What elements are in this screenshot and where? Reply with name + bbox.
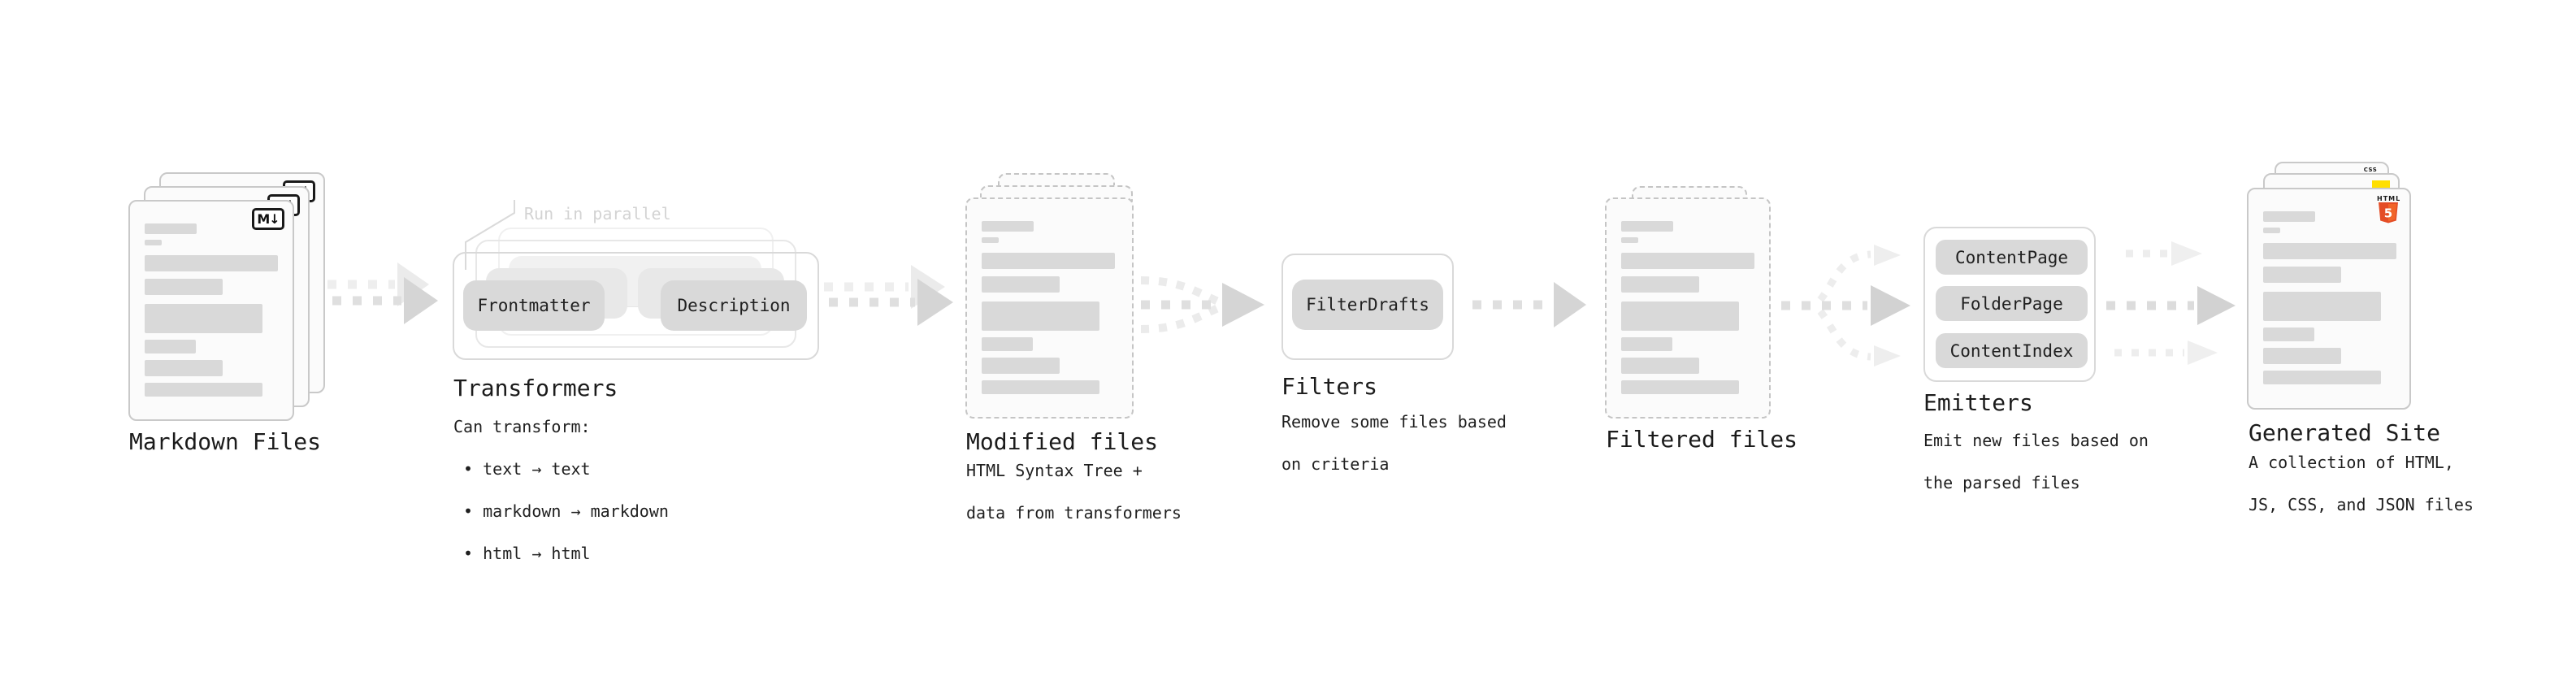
desc-line: • html → html (453, 544, 591, 563)
desc-line: Emit new files based on (1923, 431, 2149, 450)
desc-line: on criteria (1281, 454, 1390, 474)
run-in-parallel-leader-line (465, 200, 515, 270)
placeholder-text-bar (2263, 327, 2314, 341)
emitters-box: ContentPage FolderPage ContentIndex (1923, 227, 2096, 382)
placeholder-text-bar (145, 304, 262, 333)
placeholder-text-bar (145, 383, 262, 397)
placeholder-text-bar (1621, 337, 1672, 351)
placeholder-text-bar (982, 253, 1115, 269)
placeholder-text-bar (1621, 237, 1638, 243)
placeholder-text-bar (982, 276, 1060, 293)
placeholder-text-bar (982, 221, 1034, 232)
placeholder-text-bar (982, 237, 999, 243)
placeholder-text-bar (2263, 228, 2280, 233)
desc-line: Remove some files based (1281, 412, 1507, 432)
generated-site-description: A collection of HTML, JS, CSS, and JSON … (2249, 452, 2474, 515)
markdown-icon: M↓ (252, 208, 284, 230)
html5-icon: HTML 5 (2377, 195, 2400, 227)
placeholder-text-bar (1621, 221, 1673, 232)
emitter-pill-contentindex: ContentIndex (1936, 333, 2088, 368)
stage-title-generated-site: Generated Site (2249, 419, 2441, 446)
arrow-modified-to-filters (1140, 276, 1264, 333)
transformer-pill-frontmatter: Frontmatter (463, 280, 605, 331)
filtered-file-card-front (1605, 197, 1771, 419)
markdown-file-card-front: M↓ (128, 200, 294, 421)
desc-line: A collection of HTML, (2249, 453, 2454, 472)
placeholder-text-bar (145, 279, 223, 295)
placeholder-text-bar (2263, 243, 2396, 259)
arrow-markdown-to-transformers (307, 262, 438, 324)
placeholder-text-bar (982, 337, 1033, 351)
placeholder-text-bar (2263, 292, 2381, 321)
emitters-description: Emit new files based on the parsed files (1923, 430, 2149, 493)
placeholder-text-bar (1621, 253, 1754, 269)
emitter-pill-folderpage: FolderPage (1936, 286, 2088, 321)
transformer-box-front: Frontmatter Description (453, 252, 819, 360)
placeholder-text-bar (982, 358, 1060, 374)
transformers-description: Can transform: • text → text • markdown … (453, 416, 669, 564)
arrow-filters-to-filtered (1472, 282, 1586, 327)
placeholder-text-bar (145, 360, 223, 376)
placeholder-text-bar (2263, 267, 2341, 283)
filter-pill-filterdrafts: FilterDrafts (1292, 280, 1443, 330)
filters-description: Remove some files based on criteria (1281, 411, 1507, 475)
stage-title-modified-files: Modified files (966, 428, 1159, 455)
placeholder-text-bar (2263, 211, 2315, 222)
arrow-filtered-to-emitters (1781, 245, 1910, 367)
placeholder-text-bar (2263, 348, 2341, 364)
arrow-transformers-to-modified (824, 265, 953, 326)
desc-line: • markdown → markdown (453, 501, 669, 521)
html5-icon-label: HTML (2377, 195, 2401, 202)
placeholder-text-bar (1621, 276, 1699, 293)
desc-line: • text → text (453, 459, 591, 479)
placeholder-text-bar (145, 340, 196, 354)
stage-title-transformers: Transformers (453, 375, 618, 401)
arrow-emitters-to-generated (2106, 241, 2236, 365)
emitter-pill-contentpage: ContentPage (1936, 240, 2088, 275)
stage-title-filtered-files: Filtered files (1606, 426, 1798, 453)
filters-box: FilterDrafts (1281, 254, 1454, 360)
stage-title-filters: Filters (1281, 373, 1378, 400)
desc-line: JS, CSS, and JSON files (2249, 495, 2474, 514)
placeholder-text-bar (1621, 358, 1699, 374)
desc-line: Can transform: (453, 417, 591, 436)
desc-line: data from transformers (966, 503, 1182, 523)
generated-file-card-html: HTML 5 (2247, 188, 2411, 410)
placeholder-text-bar (1621, 380, 1739, 394)
transformer-pill-description: Description (661, 280, 807, 331)
desc-line: HTML Syntax Tree + (966, 461, 1143, 480)
css-icon-label: CSS (2363, 167, 2378, 173)
placeholder-text-bar (2263, 371, 2381, 384)
placeholder-text-bar (982, 380, 1099, 394)
stage-title-markdown-files: Markdown Files (129, 428, 322, 455)
modified-files-description: HTML Syntax Tree + data from transformer… (966, 460, 1182, 523)
placeholder-text-bar (1621, 301, 1739, 331)
svg-text:5: 5 (2384, 206, 2392, 221)
placeholder-text-bar (145, 223, 197, 234)
modified-file-card-front (965, 197, 1134, 419)
desc-line: the parsed files (1923, 473, 2080, 492)
placeholder-text-bar (145, 240, 162, 245)
stage-title-emitters: Emitters (1923, 389, 2033, 416)
run-in-parallel-note: Run in parallel (524, 204, 671, 223)
placeholder-text-bar (145, 255, 278, 271)
placeholder-text-bar (982, 301, 1099, 331)
